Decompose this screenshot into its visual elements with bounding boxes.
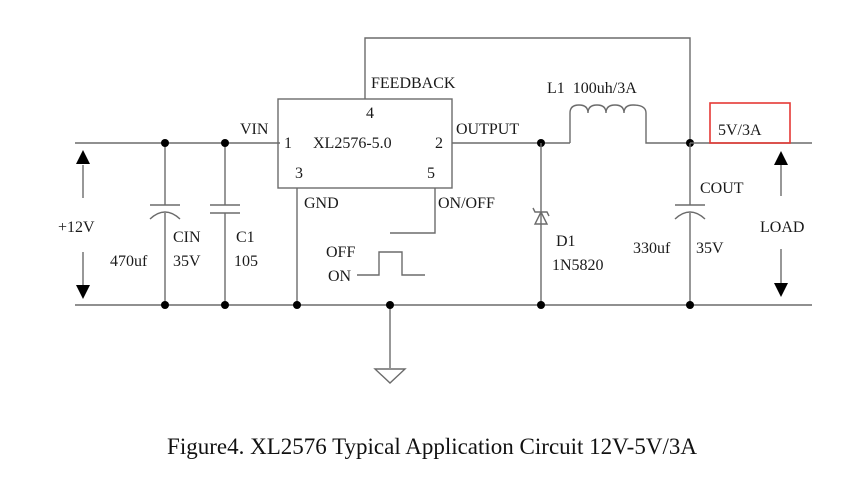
input-voltage-arrow-up [76, 150, 90, 198]
load-arrow-down [774, 249, 788, 297]
cout-voltage: 35V [696, 240, 724, 257]
junction-dot [161, 301, 169, 309]
ic-pin-4: 4 [366, 105, 374, 122]
ic-pin-5: 5 [427, 165, 435, 182]
feedback-wire [364, 37, 691, 143]
onoff-pulse-waveform [357, 251, 425, 276]
cout-capacitor [674, 143, 706, 305]
vin-label: VIN [240, 121, 269, 138]
junction-dot [537, 301, 545, 309]
c1-name: C1 [236, 229, 255, 246]
input-voltage-arrow-down [76, 252, 90, 299]
junction-dot [221, 139, 229, 147]
figure-caption: Figure4. XL2576 Typical Application Circ… [167, 434, 697, 459]
inductor-label: L1 100uh/3A [547, 80, 637, 97]
feedback-label: FEEDBACK [371, 75, 456, 92]
junction-dot [293, 301, 301, 309]
cin-voltage: 35V [173, 253, 201, 270]
load-arrow-up [774, 151, 788, 196]
junction-dot [161, 139, 169, 147]
junction-dot [221, 301, 229, 309]
output-rating-highlight [709, 102, 791, 144]
cin-capacitor [149, 143, 181, 305]
load-label: LOAD [760, 219, 804, 236]
cin-value: 470uf [110, 253, 148, 270]
junction-dot [686, 301, 694, 309]
diode-part: 1N5820 [552, 257, 604, 274]
c1-capacitor [210, 143, 240, 305]
junction-dot [386, 301, 394, 309]
on-label: ON [328, 268, 352, 285]
ic-part-number: XL2576-5.0 [313, 135, 392, 152]
diode-name: D1 [556, 233, 576, 250]
output-rating: 5V/3A [718, 122, 762, 139]
ic-pin-3: 3 [295, 165, 303, 182]
ground-icon [373, 368, 407, 384]
c1-value: 105 [234, 253, 258, 270]
cin-name: CIN [173, 229, 201, 246]
cout-name: COUT [700, 180, 744, 197]
inductor-l1 [569, 104, 690, 144]
gnd-label: GND [304, 195, 339, 212]
cout-value: 330uf [633, 240, 671, 257]
ic-pin-2: 2 [435, 135, 443, 152]
ic-pin-1: 1 [284, 135, 292, 152]
output-label: OUTPUT [456, 121, 519, 138]
input-voltage-label: +12V [58, 219, 95, 236]
onoff-label: ON/OFF [438, 195, 495, 212]
off-label: OFF [326, 244, 355, 261]
onoff-wire [390, 188, 436, 234]
schottky-diode-d1 [532, 143, 550, 305]
